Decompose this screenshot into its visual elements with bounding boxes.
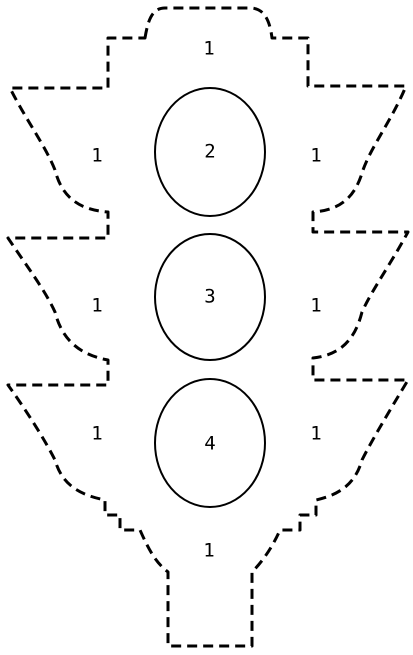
top-lamp-circle bbox=[154, 87, 266, 217]
label-middle-right-wing: 1 bbox=[310, 294, 322, 317]
label-top-lamp: 2 bbox=[204, 140, 216, 163]
bottom-lamp-circle bbox=[154, 378, 266, 508]
label-upper-left-wing: 1 bbox=[91, 144, 103, 167]
traffic-light-outline bbox=[6, 6, 410, 648]
label-lower-right-wing: 1 bbox=[310, 422, 322, 445]
label-bottom-lamp: 4 bbox=[204, 432, 216, 455]
label-bottom: 1 bbox=[203, 539, 215, 562]
label-lower-left-wing: 1 bbox=[91, 422, 103, 445]
middle-lamp-circle bbox=[154, 233, 266, 361]
label-upper-right-wing: 1 bbox=[310, 144, 322, 167]
label-middle-left-wing: 1 bbox=[91, 294, 103, 317]
label-top: 1 bbox=[203, 37, 215, 60]
label-middle-lamp: 3 bbox=[204, 285, 216, 308]
